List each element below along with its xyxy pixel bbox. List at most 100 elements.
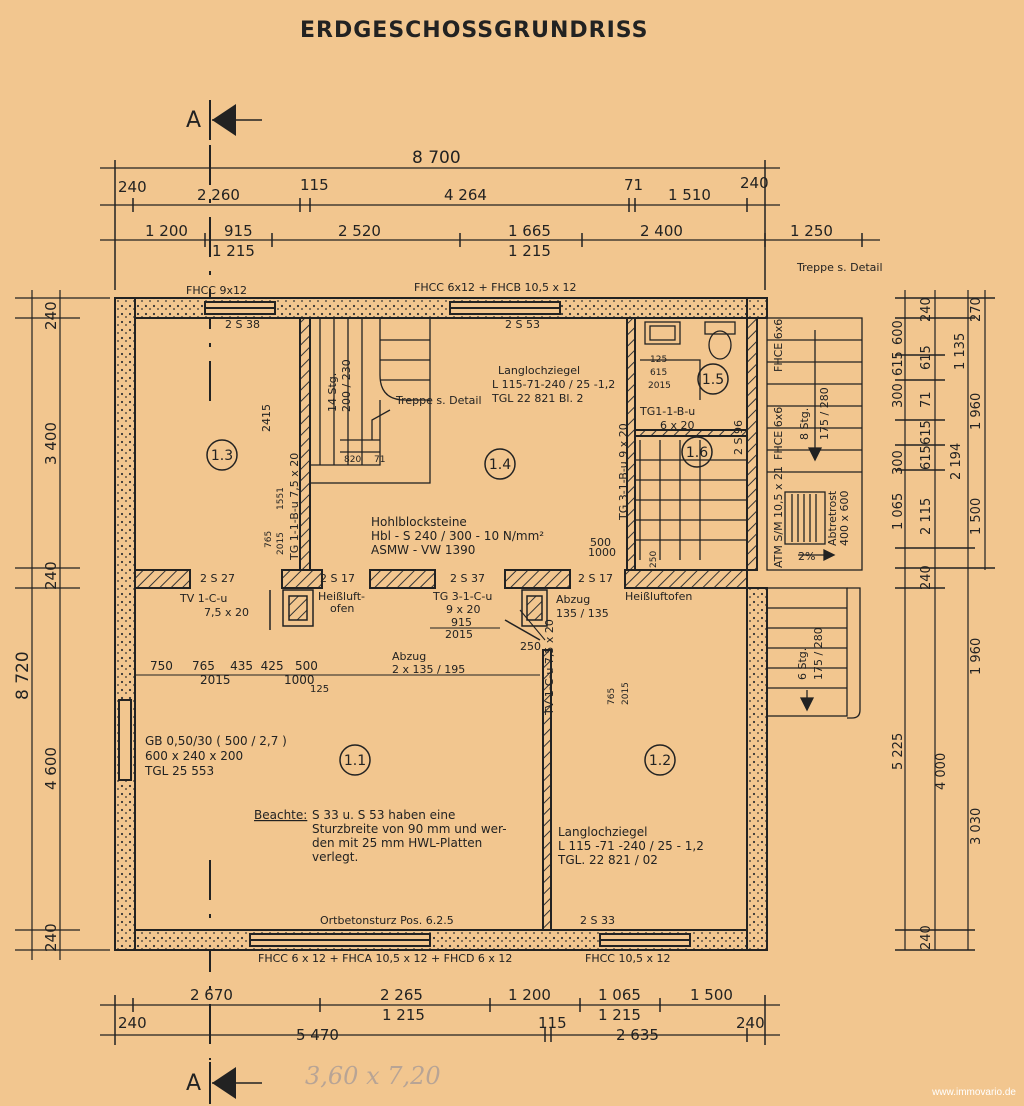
section-marker-bottom: A [186, 1062, 262, 1104]
watermark: www.immovario.de [932, 1087, 1016, 1098]
svg-text:TV 1-C-u: TV 1-C-u [179, 592, 227, 605]
svg-text:2 260: 2 260 [197, 186, 240, 204]
svg-text:5 225: 5 225 [891, 733, 906, 770]
section-marker-top: A [186, 100, 262, 140]
svg-text:A: A [186, 108, 201, 133]
svg-text:2015 1000: 2015 1000 [200, 673, 314, 687]
svg-text:71: 71 [624, 176, 643, 194]
svg-text:2 670: 2 670 [190, 986, 233, 1004]
dim-total-depth: 8 720 [13, 651, 33, 700]
svg-text:ATM S/M 10,5 x 21: ATM S/M 10,5 x 21 [772, 466, 785, 568]
svg-text:TG 1-1-B-u 7,5 x 20: TG 1-1-B-u 7,5 x 20 [288, 453, 301, 561]
svg-text:4 000: 4 000 [934, 753, 949, 790]
svg-text:1 065: 1 065 [598, 986, 641, 1004]
svg-text:4 600: 4 600 [42, 747, 60, 790]
right-dimensions: 600 240 270 615 1 135 615 300 1 960 71 3… [891, 290, 995, 951]
svg-text:Beachte:: Beachte: [254, 808, 307, 822]
svg-text:2 115: 2 115 [919, 498, 934, 535]
inner-walls [299, 317, 758, 931]
handwritten-note: 3,60 x 7,20 [305, 1062, 441, 1090]
room-1-1-dimension-row [135, 609, 546, 676]
svg-text:200 / 230: 200 / 230 [340, 359, 353, 412]
svg-text:240: 240 [118, 1014, 147, 1032]
svg-text:615: 615 [891, 351, 906, 376]
svg-text:6 Stg.: 6 Stg. [796, 648, 809, 680]
svg-text:1 135: 1 135 [953, 333, 968, 370]
svg-text:1 215: 1 215 [212, 242, 255, 260]
svg-text:71: 71 [374, 455, 385, 465]
svg-text:1 500: 1 500 [969, 498, 984, 535]
svg-text:2 S 37: 2 S 37 [450, 572, 485, 585]
svg-text:615: 615 [919, 445, 934, 470]
svg-text:3 030: 3 030 [969, 808, 984, 845]
room-1-4: 1.4 [484, 448, 516, 480]
svg-text:1551: 1551 [276, 487, 286, 510]
svg-text:1 215: 1 215 [508, 242, 551, 260]
svg-text:1 665: 1 665 [508, 222, 551, 240]
svg-text:1.1: 1.1 [344, 753, 366, 769]
svg-text:915: 915 [451, 616, 472, 629]
svg-text:Hbl - S 240 / 300 - 10 N/mm²: Hbl - S 240 / 300 - 10 N/mm² [371, 529, 544, 543]
room-1-1: 1.1 [339, 744, 371, 776]
svg-text:FHCE 6x6: FHCE 6x6 [772, 319, 785, 372]
svg-text:2015: 2015 [621, 682, 631, 705]
svg-text:1.5: 1.5 [702, 372, 724, 388]
svg-text:125: 125 [310, 684, 329, 695]
svg-text:1.2: 1.2 [649, 753, 671, 769]
svg-text:9 x 20: 9 x 20 [446, 603, 481, 616]
chimney-left [269, 589, 314, 630]
svg-text:2 635: 2 635 [616, 1026, 659, 1044]
svg-text:S 33 u. S 53 haben eine: S 33 u. S 53 haben eine [312, 808, 455, 822]
svg-text:Abtretrost: Abtretrost [826, 490, 839, 546]
svg-text:2 520: 2 520 [338, 222, 381, 240]
svg-text:A: A [186, 1071, 201, 1096]
svg-text:820: 820 [344, 455, 361, 465]
svg-text:2 S 17: 2 S 17 [320, 572, 355, 585]
svg-text:2 194: 2 194 [949, 443, 964, 480]
svg-text:1 215: 1 215 [598, 1006, 641, 1024]
outside-stair-top [766, 317, 863, 571]
svg-text:240: 240 [919, 565, 934, 590]
annotations: FHCC 9x12 FHCC 6x12 + FHCB 10,5 x 12 Tre… [144, 261, 883, 965]
svg-text:2 S 17: 2 S 17 [578, 572, 613, 585]
chimney-right [504, 589, 548, 641]
svg-text:1 200: 1 200 [508, 986, 551, 1004]
svg-text:Treppe s. Detail: Treppe s. Detail [395, 394, 482, 407]
svg-text:Heißluftofen: Heißluftofen [625, 590, 692, 603]
svg-text:14 Stg.: 14 Stg. [326, 373, 339, 412]
svg-text:240: 240 [42, 561, 60, 590]
svg-text:2 265: 2 265 [380, 986, 423, 1004]
svg-text:250: 250 [520, 640, 541, 653]
svg-text:1 510: 1 510 [668, 186, 711, 204]
svg-text:Heißluft-: Heißluft- [318, 590, 365, 603]
left-dimensions: 8 720 240 3 400 240 4 600 240 [13, 290, 110, 960]
svg-text:615: 615 [919, 345, 934, 370]
svg-text:Sturzbreite von 90 mm und wer-: Sturzbreite von 90 mm und wer- [312, 822, 507, 836]
svg-text:2 S 33: 2 S 33 [580, 914, 615, 927]
svg-text:400 x 600: 400 x 600 [838, 491, 851, 547]
svg-text:250: 250 [649, 551, 659, 568]
svg-text:ASMW - VW 1390: ASMW - VW 1390 [371, 543, 475, 557]
dim-total-width: 8 700 [412, 148, 461, 168]
svg-text:2 400: 2 400 [640, 222, 683, 240]
svg-text:Ortbetonsturz Pos. 6.2.5: Ortbetonsturz Pos. 6.2.5 [320, 914, 454, 927]
interior-staircase [309, 317, 431, 484]
room-1-5: 1.5 [697, 363, 729, 395]
svg-text:300: 300 [891, 450, 906, 475]
svg-text:1 250: 1 250 [790, 222, 833, 240]
svg-text:600: 600 [891, 320, 906, 345]
svg-text:2 S 53: 2 S 53 [505, 318, 540, 331]
svg-text:FHCC 10,5 x 12: FHCC 10,5 x 12 [585, 952, 670, 965]
svg-text:915: 915 [224, 222, 253, 240]
svg-text:verlegt.: verlegt. [312, 850, 358, 864]
svg-text:125: 125 [650, 355, 667, 365]
svg-text:Langlochziegel: Langlochziegel [558, 825, 648, 839]
svg-text:2015: 2015 [276, 532, 286, 555]
svg-text:FHCC 9x12: FHCC 9x12 [186, 284, 247, 297]
svg-text:FHCE 6x6: FHCE 6x6 [772, 407, 785, 460]
drawing-title: ERDGESCHOSSGRUNDRISS [300, 18, 649, 43]
svg-text:1000: 1000 [588, 546, 616, 559]
svg-text:4 264: 4 264 [444, 186, 487, 204]
svg-text:500: 500 [590, 536, 611, 549]
bathroom-fixtures [635, 321, 747, 560]
